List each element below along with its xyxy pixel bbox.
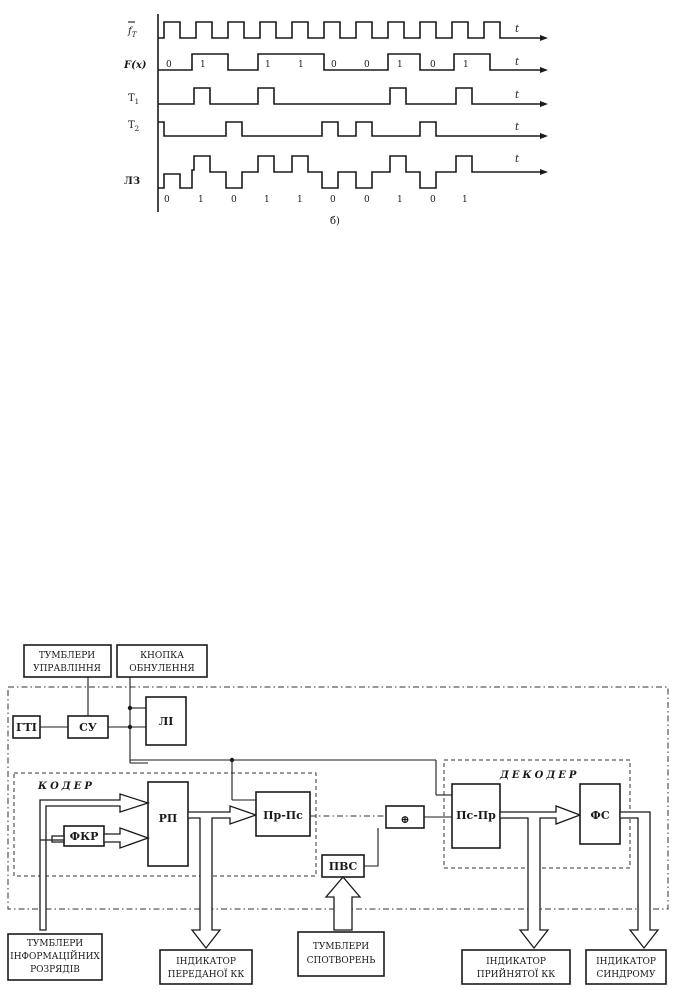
block-xor-label: ⊕ — [400, 813, 409, 826]
waveform-T1 — [158, 87, 548, 107]
box-tumbl-inf[interactable] — [7, 933, 103, 981]
signal-label-LZ: ЛЗ — [124, 176, 140, 187]
lz-bit: 0 — [231, 195, 237, 205]
waveform-LZ — [158, 155, 548, 189]
waveform-fT — [158, 21, 548, 41]
label-text: КНОПКА — [140, 651, 184, 661]
label-text: ІНДИКАТОР — [486, 957, 546, 967]
bus-arrow-icon — [103, 827, 150, 849]
lz-bit: 1 — [297, 195, 303, 205]
label-text: ПЕРЕДАНОЇ КК — [168, 968, 245, 980]
block-diagram: КОДЕР ДЕКОДЕР ТУМБЛЕРИ УПРАВЛІННЯ КНОПКА… — [7, 644, 669, 985]
bus-arrow-icon — [187, 805, 258, 950]
axis-arrow-icon — [540, 67, 548, 73]
junction-dot — [127, 724, 133, 730]
block-gti-label: ГТІ — [16, 721, 37, 734]
fx-bit: 0 — [364, 60, 370, 70]
fx-bit: 0 — [331, 60, 337, 70]
signal-label-Fx: F(x) — [123, 60, 147, 71]
fx-bit: 0 — [430, 60, 436, 70]
axis-arrow-icon — [540, 101, 548, 107]
box-ind-pryi — [461, 949, 571, 985]
box-ind-syn — [585, 949, 667, 985]
box-ind-per — [159, 949, 253, 985]
label-text: ТУМБЛЕРИ — [27, 939, 83, 949]
coder-frame — [13, 772, 317, 877]
block-su-label: СУ — [79, 721, 97, 734]
bus-segment — [51, 835, 65, 843]
label-text: ІНДИКАТОР — [176, 957, 236, 967]
fx-bit: 0 — [166, 60, 172, 70]
axis-t-label: t — [515, 154, 520, 165]
wire — [364, 828, 379, 867]
block-pr-ps — [255, 791, 311, 837]
block-li-label: ЛІ — [159, 715, 174, 728]
label-text: ТУМБЛЕРИ — [39, 651, 95, 661]
lz-bit-labels: 0 1 0 1 1 0 0 1 0 1 — [164, 195, 468, 205]
fx-bit: 1 — [298, 60, 304, 70]
coder-label: КОДЕР — [37, 781, 95, 792]
timing-caption: б) — [330, 216, 340, 227]
lz-bit: 0 — [330, 195, 336, 205]
block-fkr-label: ФКР — [70, 830, 99, 843]
axis-t-label: t — [515, 122, 520, 133]
axis-t-label: t — [515, 57, 520, 68]
waveform-T2 — [158, 121, 548, 139]
lz-bit: 0 — [430, 195, 436, 205]
signal-label-fT: fT — [127, 26, 138, 39]
bus-arrow-icon — [619, 811, 660, 950]
lz-bit: 1 — [198, 195, 204, 205]
axis-arrow-icon — [540, 35, 548, 41]
decoder-label: ДЕКОДЕР — [499, 770, 579, 781]
block-ps-pr-label: Пс-Пр — [456, 809, 496, 822]
lz-bit: 1 — [397, 195, 403, 205]
fx-bit: 1 — [463, 60, 469, 70]
fx-bit: 1 — [200, 60, 206, 70]
block-rp-label: РП — [159, 812, 178, 825]
fx-bit: 1 — [265, 60, 271, 70]
block-pr-ps-label: Пр-Пс — [263, 809, 303, 822]
timing-diagram: fT F(x) T1 T2 ЛЗ t t t t t 0 1 1 1 0 0 1… — [123, 14, 548, 227]
label-text: СПОТВОРЕНЬ — [307, 956, 376, 966]
box-tumbl-upr — [23, 644, 112, 678]
axis-arrow-icon — [540, 169, 548, 175]
box-knopka[interactable] — [116, 644, 208, 678]
label-text: РОЗРЯДІВ — [30, 965, 80, 975]
label-text: УПРАВЛІННЯ — [33, 664, 101, 674]
waveform-Fx — [158, 53, 548, 73]
label-text: ОБНУЛЕННЯ — [129, 664, 194, 674]
bus-arrow-icon — [324, 875, 362, 931]
label-text: ТУМБЛЕРИ — [313, 942, 369, 952]
label-text: ПРИЙНЯТОЇ КК — [477, 968, 555, 980]
bus-arrow-icon — [39, 793, 151, 931]
junction-dot — [127, 705, 133, 711]
signal-label-T2: T2 — [128, 120, 139, 133]
block-fs-label: ФС — [590, 809, 609, 822]
axis-t-label: t — [515, 24, 520, 35]
label-text: ІНФОРМАЦІЙНИХ — [10, 950, 100, 962]
lz-bit: 1 — [264, 195, 270, 205]
block-li — [145, 696, 187, 746]
axis-t-label: t — [515, 90, 520, 101]
fx-bit-labels: 0 1 1 1 0 0 1 0 1 — [166, 60, 469, 70]
fx-bit: 1 — [397, 60, 403, 70]
block-pvs-label: ПВС — [329, 860, 358, 873]
label-text: СИНДРОМУ — [596, 970, 656, 980]
bus-arrow-icon — [499, 805, 582, 950]
lz-bit: 0 — [164, 195, 170, 205]
block-rp — [147, 781, 189, 867]
signal-label-T1: T1 — [128, 93, 139, 106]
lz-bit: 1 — [462, 195, 468, 205]
label-text: ІНДИКАТОР — [596, 957, 656, 967]
axis-arrow-icon — [540, 133, 548, 139]
lz-bit: 0 — [364, 195, 370, 205]
box-tumbl-spot[interactable] — [297, 931, 385, 977]
